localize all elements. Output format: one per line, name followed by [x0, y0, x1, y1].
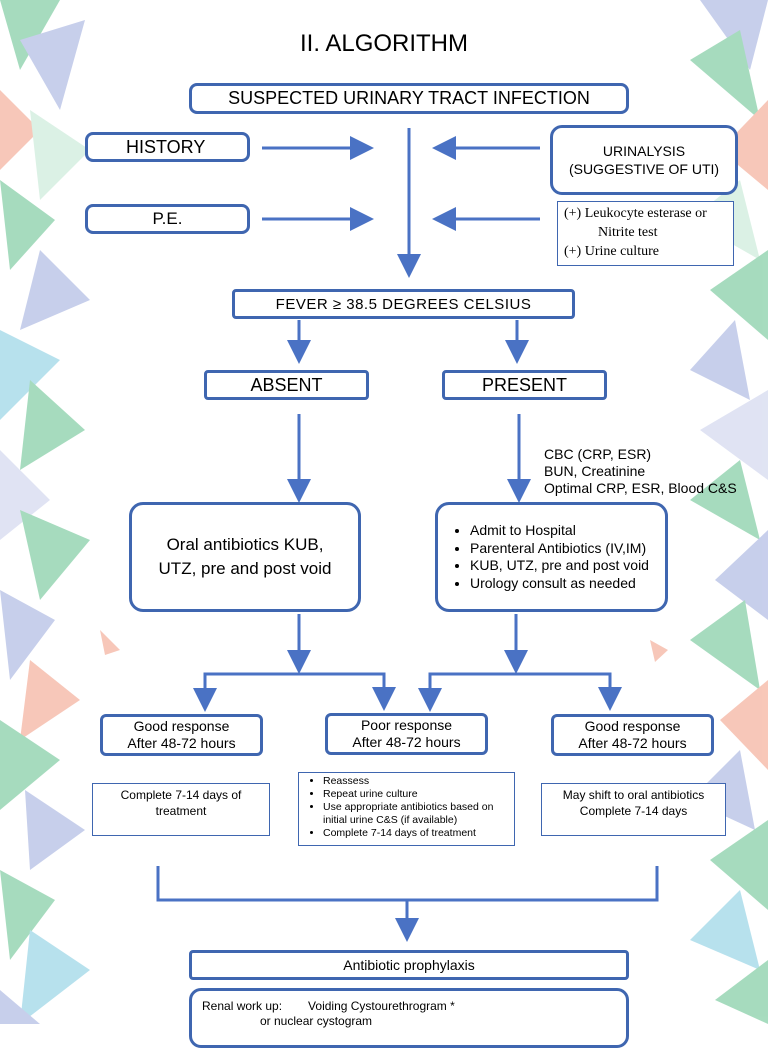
shift-line2: Complete 7-14 days	[579, 804, 688, 818]
renal-text: Renal work up: Voiding Cystourethrogram *…	[202, 999, 455, 1029]
lab-line-3: Optimal CRP, ESR, Blood C&S	[544, 480, 737, 496]
absent-label: ABSENT	[250, 374, 323, 395]
merge-bracket	[156, 866, 659, 902]
poor-line2: After 48-72 hours	[352, 734, 461, 750]
branch-left	[203, 672, 396, 711]
fever-label: FEVER ≥ 38.5 DEGREES CELSIUS	[275, 295, 532, 313]
present-label: PRESENT	[481, 374, 568, 395]
renal-line1: Renal work up:	[202, 999, 283, 1013]
poor-action-item: Reassess	[323, 775, 510, 788]
good-response-right-box: Good response After 48-72 hours	[551, 714, 714, 756]
present-box: PRESENT	[442, 370, 607, 400]
suspected-uti-label: SUSPECTED URINARY TRACT INFECTION	[228, 88, 590, 108]
present-action-item: Urology consult as needed	[470, 575, 649, 593]
complete-left-line1: Complete 7-14 days of	[120, 788, 242, 802]
lab-line-1: CBC (CRP, ESR)	[544, 446, 652, 462]
poor-action-item: Complete 7-14 days of treatment	[323, 827, 510, 840]
complete-left-line2: treatment	[155, 804, 207, 818]
prophylaxis-label: Antibiotic prophylaxis	[343, 957, 475, 973]
urinalysis-line2: (SUGGESTIVE OF UTI)	[568, 161, 720, 177]
urinalysis-criteria-box: (+) Leukocyte esterase or Nitrite test (…	[557, 201, 734, 266]
poor-action-item: Repeat urine culture	[323, 788, 510, 801]
poor-actions-list: Reassess Repeat urine culture Use approp…	[303, 775, 510, 840]
prophylaxis-box: Antibiotic prophylaxis	[189, 950, 629, 980]
oral-line1: Oral antibiotics KUB,	[166, 535, 324, 554]
renal-line1b: Voiding Cystourethrogram *	[308, 999, 455, 1013]
urinalysis-box: URINALYSIS (SUGGESTIVE OF UTI)	[550, 125, 738, 195]
absent-box: ABSENT	[204, 370, 369, 400]
lab-workup-text: CBC (CRP, ESR) BUN, Creatinine Optimal C…	[544, 446, 737, 497]
pe-label: P.E.	[152, 209, 183, 228]
present-action-item: KUB, UTZ, pre and post void	[470, 557, 649, 575]
poor-response-box: Poor response After 48-72 hours	[325, 713, 488, 755]
urinalysis-line1: URINALYSIS	[602, 143, 686, 159]
poor-response-actions-box: Reassess Repeat urine culture Use approp…	[298, 772, 515, 846]
renal-workup-box: Renal work up: Voiding Cystourethrogram *…	[189, 988, 629, 1048]
shift-line1: May shift to oral antibiotics	[562, 788, 705, 802]
good-right-line2: After 48-72 hours	[578, 735, 687, 751]
good-left-line1: Good response	[133, 718, 230, 734]
oral-antibiotics-box: Oral antibiotics KUB, UTZ, pre and post …	[129, 502, 361, 612]
page-title: II. ALGORITHM	[299, 30, 469, 57]
criteria-line2: Nitrite test	[598, 225, 658, 240]
history-box: HISTORY	[85, 132, 250, 162]
present-actions-list: Admit to Hospital Parenteral Antibiotics…	[450, 522, 649, 592]
branch-right	[428, 672, 622, 711]
flow-connectors	[156, 128, 659, 942]
pe-box: P.E.	[85, 204, 250, 234]
present-action-item: Admit to Hospital	[470, 522, 649, 540]
complete-treatment-left-box: Complete 7-14 days of treatment	[92, 783, 270, 836]
criteria-line3: (+) Urine culture	[564, 244, 659, 259]
poor-action-item: Use appropriate antibiotics based on ini…	[323, 801, 510, 827]
history-label: HISTORY	[126, 136, 206, 157]
good-response-left-box: Good response After 48-72 hours	[100, 714, 263, 756]
good-left-line2: After 48-72 hours	[127, 735, 236, 751]
admit-hospital-box: Admit to Hospital Parenteral Antibiotics…	[435, 502, 668, 612]
poor-line1: Poor response	[360, 717, 453, 733]
present-action-item: Parenteral Antibiotics (IV,IM)	[470, 540, 649, 558]
good-right-line1: Good response	[584, 718, 681, 734]
lab-line-2: BUN, Creatinine	[544, 463, 646, 479]
fever-box: FEVER ≥ 38.5 DEGREES CELSIUS	[232, 289, 575, 319]
renal-line2: or nuclear cystogram	[260, 1014, 373, 1028]
criteria-line1: (+) Leukocyte esterase or	[564, 206, 707, 221]
oral-line2: UTZ, pre and post void	[158, 559, 332, 578]
suspected-uti-box: SUSPECTED URINARY TRACT INFECTION	[189, 83, 629, 114]
shift-oral-box: May shift to oral antibiotics Complete 7…	[541, 783, 726, 836]
